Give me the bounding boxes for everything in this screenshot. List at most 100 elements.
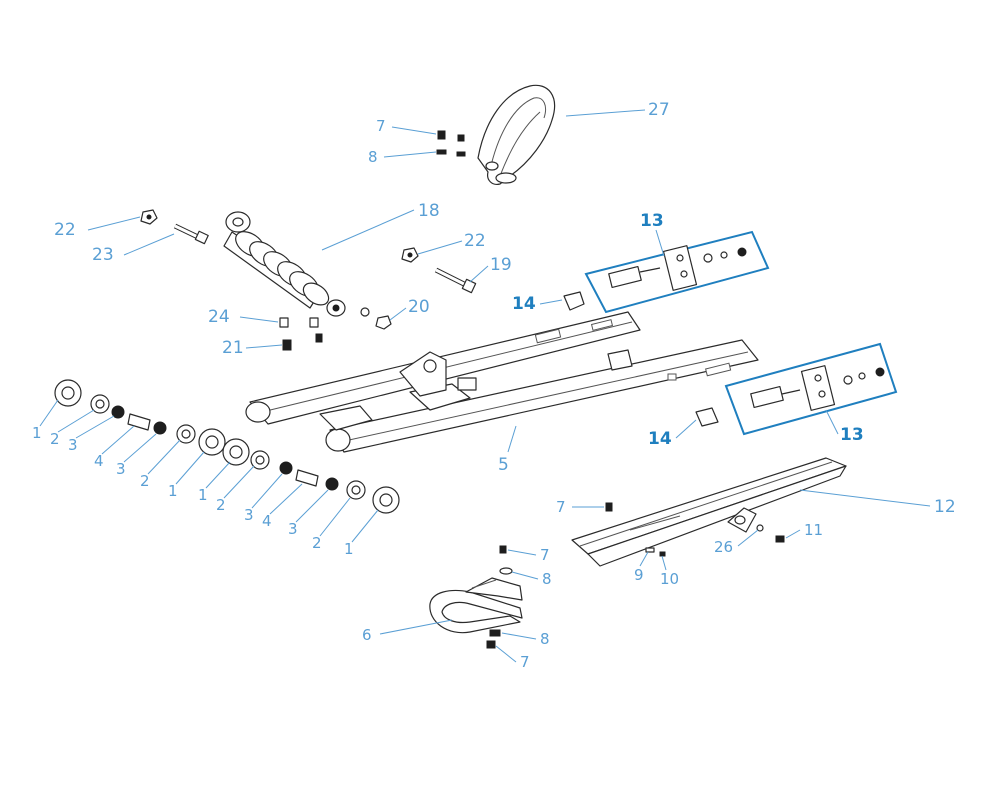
callout-1-d: 1 [344, 540, 354, 558]
leader-22-left [87, 216, 141, 231]
part-5-swingarm [245, 311, 759, 453]
leader-10 [661, 555, 667, 571]
leader-s4b [269, 483, 303, 515]
leader-8-slider-top [511, 571, 539, 580]
leader-23 [123, 233, 175, 256]
callout-20: 20 [408, 297, 430, 317]
part-13-chain-adjuster-lower [724, 342, 898, 436]
callout-3-c: 3 [244, 506, 254, 524]
leader-18 [321, 209, 415, 251]
leader-s3b [123, 433, 157, 463]
callout-7-slider-bottom: 7 [520, 653, 530, 671]
callout-1-a: 1 [32, 424, 42, 442]
part-23-bolt-upper [173, 223, 209, 245]
leader-13-upper [655, 229, 665, 257]
callout-18: 18 [418, 201, 440, 221]
leader-s1b [175, 451, 205, 485]
part-9-10-spacer-bolt [645, 547, 666, 557]
callout-13-upper: 13 [640, 211, 664, 231]
part-27-rear-hugger [477, 84, 556, 185]
callout-labels: 27 7 8 18 22 23 22 19 20 24 21 13 14 13 … [32, 100, 956, 671]
callout-1-c: 1 [198, 486, 208, 504]
leader-s2d [319, 497, 351, 537]
leader-s1d [351, 509, 379, 543]
callout-5: 5 [498, 455, 509, 475]
callout-19: 19 [490, 255, 512, 275]
part-7-bolt-slider-bottom [486, 640, 496, 649]
part-18-rear-shock [223, 211, 346, 317]
part-7-bolt-top [437, 130, 465, 142]
callout-3-b: 3 [116, 460, 126, 478]
callout-7-slider-top: 7 [540, 546, 550, 564]
callout-3-d: 3 [288, 520, 298, 538]
part-11-bolt-guard [775, 535, 785, 543]
callout-24: 24 [208, 307, 230, 327]
callout-8-slider-top: 8 [542, 570, 552, 588]
leader-8-slider-bottom [501, 632, 537, 640]
callout-14-lower: 14 [648, 429, 672, 449]
callout-2-a: 2 [50, 430, 60, 448]
callout-11: 11 [804, 521, 823, 539]
callout-8-top: 8 [368, 148, 378, 166]
part-26-washer-guard [756, 524, 764, 532]
part-7-bolt-guard [605, 502, 613, 512]
part-8-washer-slider-bottom [489, 629, 501, 637]
callout-21: 21 [222, 338, 244, 358]
part-24-bolts [279, 317, 319, 328]
leader-s2b [147, 439, 181, 475]
callout-4-b: 4 [262, 512, 272, 530]
callout-14-upper: 14 [512, 294, 536, 314]
part-19-bolt-lower [434, 267, 477, 294]
leader-21 [245, 344, 283, 349]
leader-6 [379, 619, 453, 635]
callout-27: 27 [648, 100, 670, 120]
part-22-nut-top-left [140, 209, 158, 225]
callout-9: 9 [634, 566, 644, 584]
callout-23: 23 [92, 245, 114, 265]
callout-4-a: 4 [94, 452, 104, 470]
leader-5 [507, 425, 517, 453]
part-8-washer-top [436, 149, 466, 157]
leader-11 [785, 529, 801, 539]
callout-box-13-lower [724, 342, 898, 436]
leader-7-slider-top [507, 549, 537, 556]
leader-s3d [295, 489, 329, 523]
bearing-stack-right [222, 438, 400, 514]
leader-26 [737, 529, 759, 547]
part-22-nut-right [401, 247, 419, 263]
callout-26: 26 [714, 538, 733, 556]
leader-s3c [251, 473, 283, 509]
leader-lines [39, 109, 931, 663]
leader-s2c [223, 465, 255, 499]
part-8-washer-slider-top [499, 567, 513, 575]
leader-7-top [391, 126, 437, 135]
part-7-bolt-slider-top [499, 545, 507, 554]
bearing-stack-left [54, 379, 226, 456]
callout-box-13-upper [584, 230, 770, 314]
callout-7-guard: 7 [556, 498, 566, 516]
part-14-adjuster-block-upper [563, 291, 585, 311]
leader-9 [639, 551, 649, 567]
leader-s2a [57, 409, 95, 433]
part-20-nut-lower [360, 307, 392, 330]
leader-22-right [417, 240, 463, 255]
part-21-bolts [282, 333, 323, 351]
leader-19 [469, 265, 489, 283]
leader-24 [239, 316, 279, 323]
part-13-chain-adjuster-upper [584, 230, 770, 314]
leader-s1c [205, 461, 231, 489]
leader-14-upper [539, 299, 563, 305]
callout-12: 12 [934, 497, 956, 517]
leader-s4a [101, 425, 135, 455]
part-12-chain-guard [571, 457, 847, 567]
callout-22-right: 22 [464, 231, 486, 251]
callout-2-d: 2 [312, 534, 322, 552]
leader-13-lower [825, 409, 839, 435]
leader-20 [389, 307, 407, 321]
callout-2-b: 2 [140, 472, 150, 490]
callout-8-slider-bottom: 8 [540, 630, 550, 648]
leader-27 [565, 109, 646, 117]
leader-s1a [39, 399, 59, 427]
